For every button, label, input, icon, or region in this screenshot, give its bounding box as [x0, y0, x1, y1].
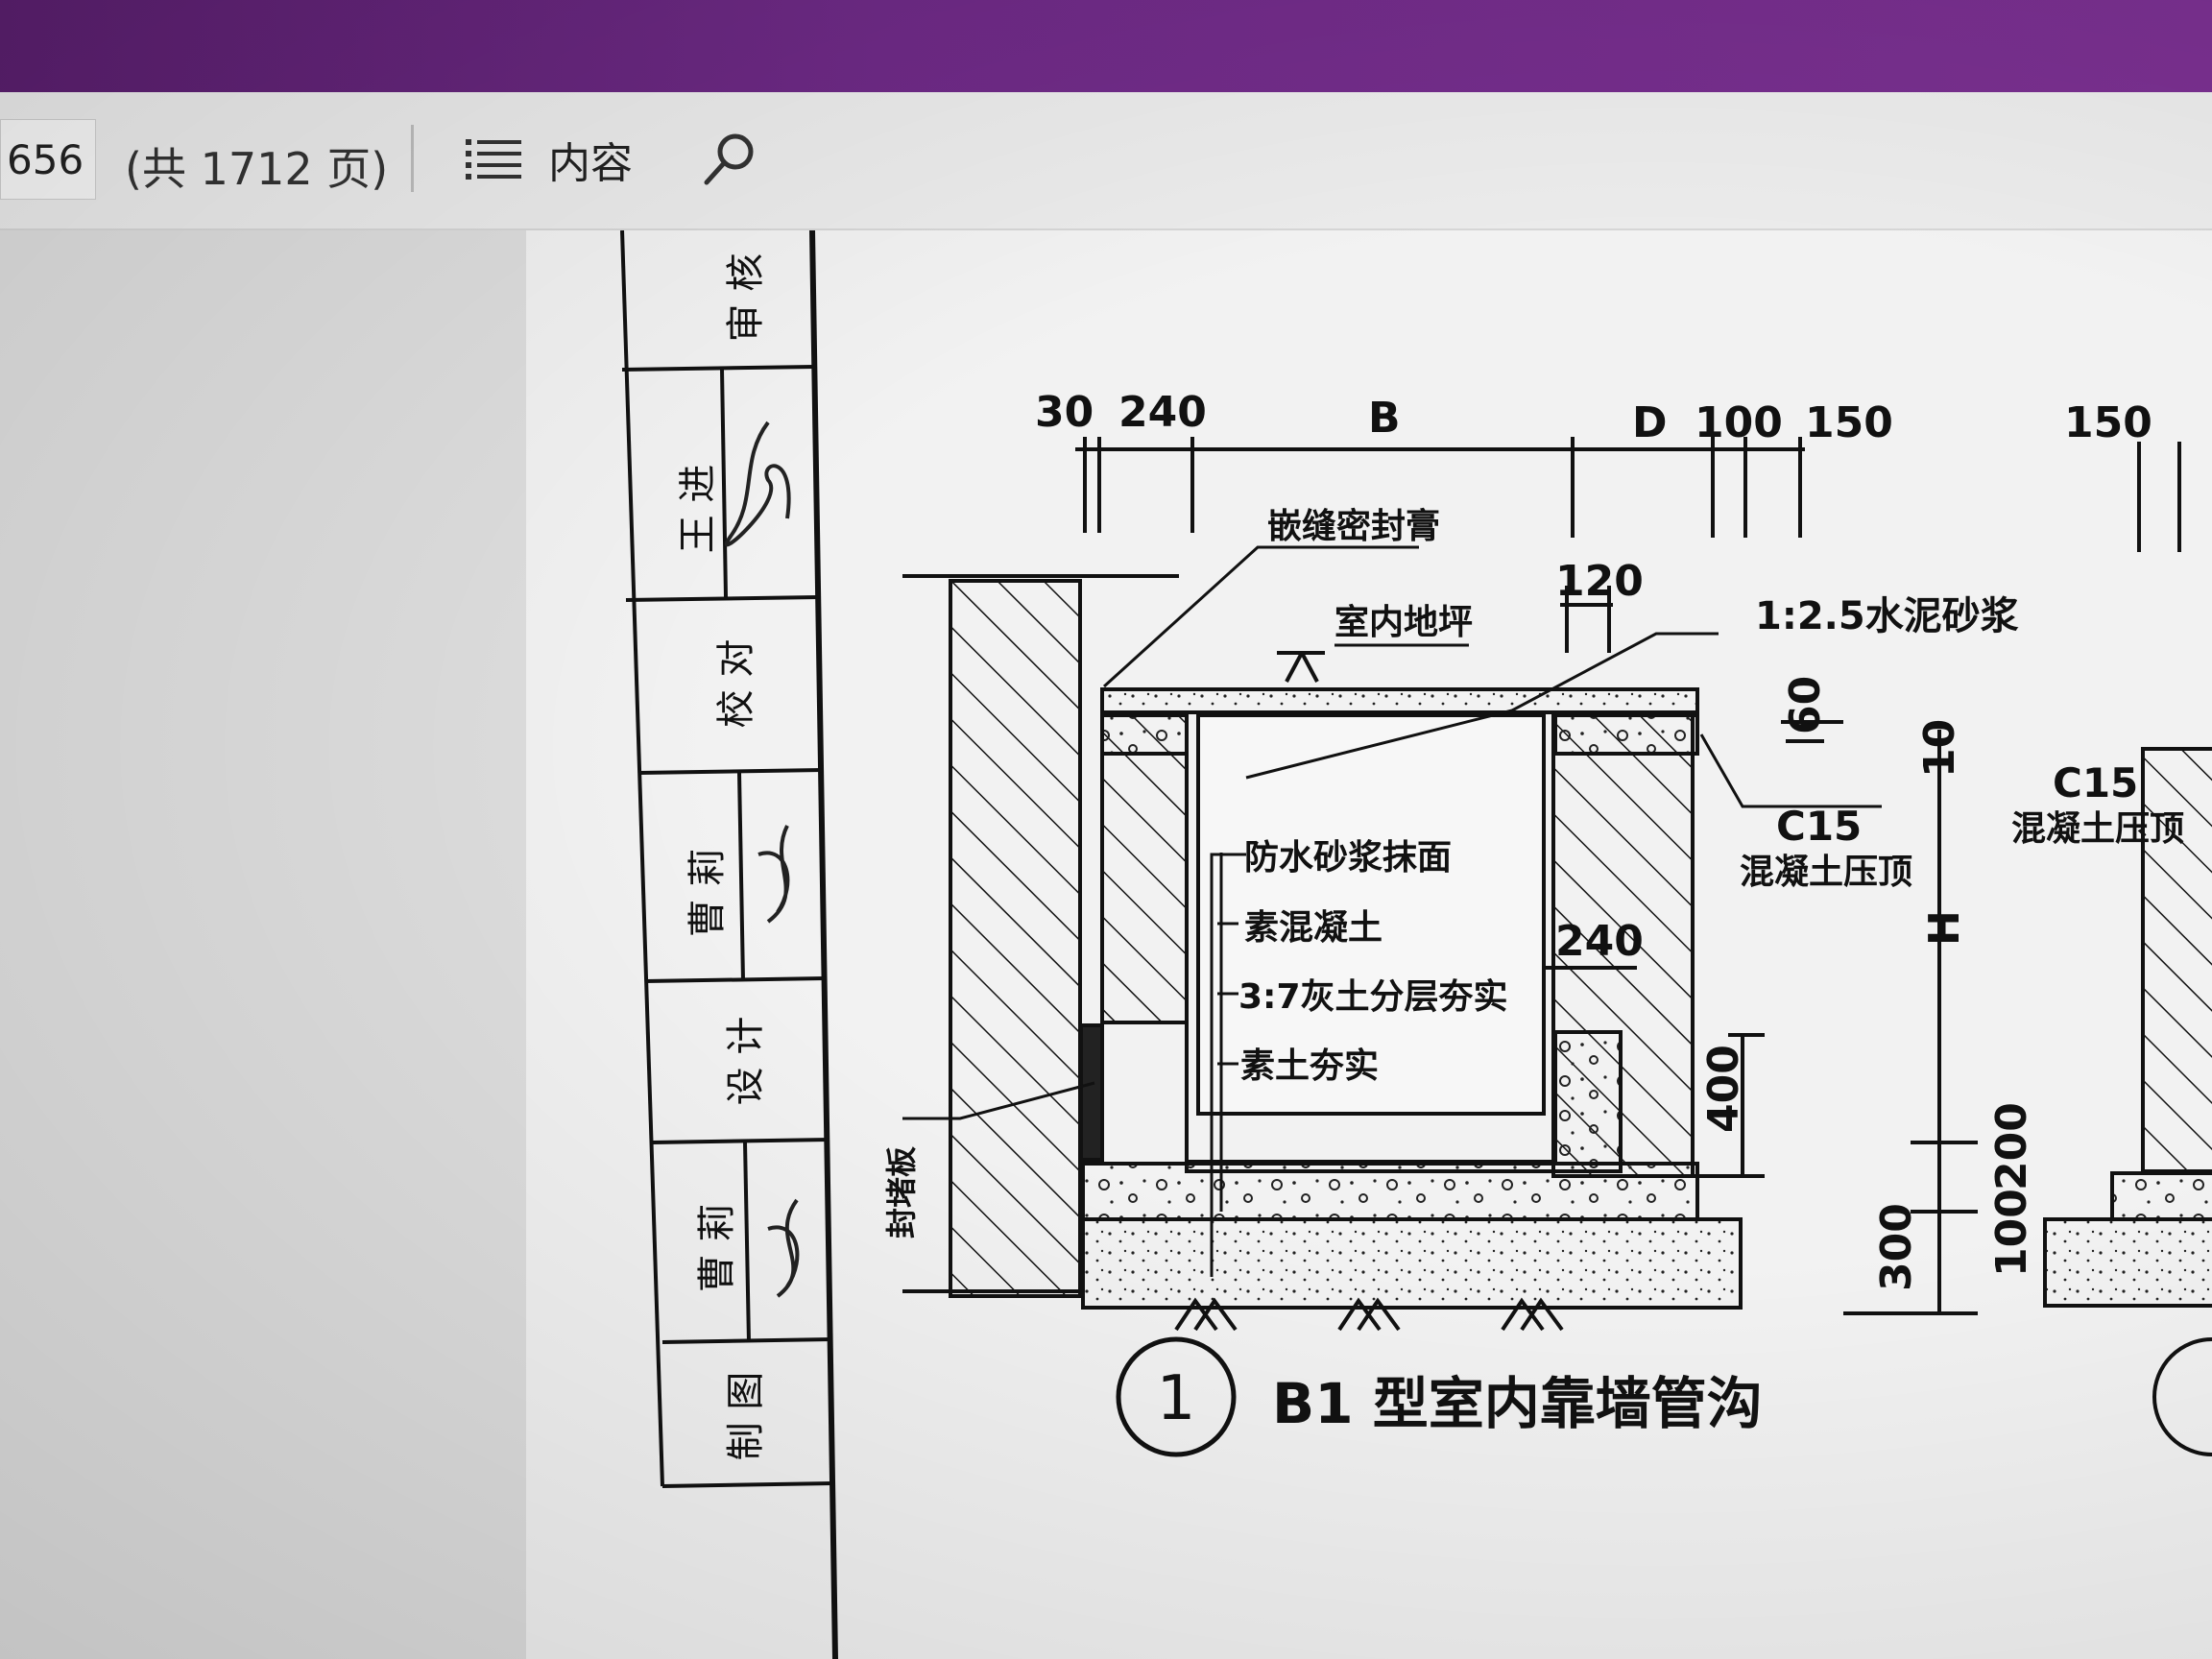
title-audit: 审 核 [724, 253, 768, 343]
label-waterproof: 防水砂浆抹面 [1244, 838, 1452, 878]
label-tamped-soil: 素土夯实 [1240, 1046, 1379, 1086]
reader-toolbar: 656 (共 1712 页) 内容 [0, 92, 2212, 230]
dim-150-a: 150 [1805, 398, 1893, 447]
thumbnail-pane [0, 230, 526, 1659]
toc-button[interactable]: 内容 [466, 131, 633, 188]
dim-240: 240 [1118, 388, 1207, 437]
title-audit-person: 王 进 [676, 465, 720, 554]
dim-h: H [1920, 910, 1969, 946]
label-lime-soil: 3:7灰土分层夯实 [1238, 977, 1508, 1017]
label-sealing-board: 封堵板 [883, 1146, 920, 1238]
title-drawing: 制 图 [724, 1372, 768, 1461]
detail-title: B1 型室内靠墙管沟 [1272, 1371, 1763, 1436]
window-titlebar [0, 0, 2212, 96]
title-block [620, 229, 834, 1488]
dim-200: 200 [1987, 1102, 2036, 1190]
label-c15-b: C15 [2053, 759, 2138, 806]
trench-section [902, 574, 1743, 1332]
label-plain-concrete: 素混凝土 [1244, 908, 1382, 948]
dim-100: 100 [1695, 398, 1783, 447]
title-design-person: 曹 莉 [695, 1204, 739, 1293]
toolbar-divider [411, 125, 414, 192]
label-c15-b-sub: 混凝土压顶 [2011, 809, 2184, 849]
dim-150-b: 150 [2064, 398, 2152, 447]
dim-100-b: 100 [1987, 1189, 2036, 1277]
detail-number: 1 [1157, 1363, 1196, 1434]
dim-120: 120 [1555, 557, 1644, 606]
label-sealant: 嵌缝密封膏 [1267, 506, 1440, 546]
dim-300: 300 [1872, 1203, 1921, 1291]
signature-wang [724, 421, 791, 547]
title-design: 设 计 [724, 1017, 768, 1106]
dim-400: 400 [1699, 1045, 1748, 1133]
total-pages-label: (共 1712 页) [125, 143, 389, 195]
document-page: 审 核 王 进 校 对 曹 莉 设 计 曹 莉 制 图 [526, 229, 2212, 1659]
signature-cao-2 [767, 1198, 800, 1298]
dim-b: B [1368, 394, 1401, 443]
title-proofread-person: 曹 莉 [685, 849, 730, 938]
dim-30: 30 [1035, 388, 1094, 437]
dim-60: 60 [1781, 676, 1830, 734]
signature-cao-1 [757, 825, 790, 924]
label-c15: C15 [1776, 803, 1862, 850]
dim-240-b: 240 [1555, 917, 1644, 966]
drawing-canvas: 审 核 王 进 校 对 曹 莉 设 计 曹 莉 制 图 [620, 229, 2212, 1659]
toc-label: 内容 [548, 139, 633, 188]
dim-10: 10 [1915, 719, 1964, 778]
list-icon [466, 139, 521, 180]
title-proofread: 校 对 [714, 639, 758, 729]
page-number-input[interactable]: 656 [0, 119, 96, 200]
detail-marker [1116, 1336, 1237, 1457]
search-icon[interactable] [699, 129, 760, 190]
label-mortar: 1:2.5水泥砂浆 [1755, 594, 2019, 638]
dim-d: D [1632, 398, 1668, 447]
label-floor: 室内地坪 [1334, 603, 1473, 642]
label-c15-sub: 混凝土压顶 [1740, 853, 1912, 892]
